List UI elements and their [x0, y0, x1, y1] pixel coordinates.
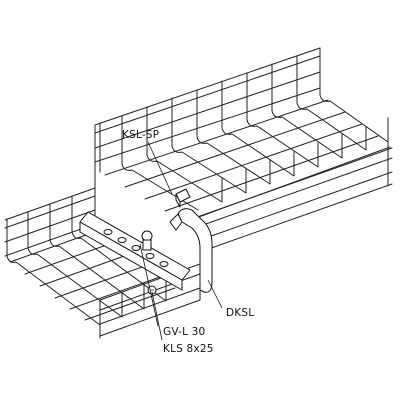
label-dksl: DKSL — [226, 307, 254, 319]
label-gv-l: GV-L 30 — [163, 326, 205, 338]
leader-dksl — [207, 279, 223, 309]
label-ksl-sp: KSL-SP — [122, 129, 159, 141]
far-tray-section — [94, 47, 393, 253]
label-kls: KLS 8x25 — [163, 343, 214, 355]
leader-ksl-sp — [147, 141, 173, 195]
leader-kls — [151, 291, 163, 341]
leader-gv-l — [139, 243, 159, 327]
gv-l-connector-plate — [79, 211, 191, 291]
dksl-bracket — [169, 208, 213, 293]
kls-bolt — [141, 230, 153, 251]
ksl-sp-clip — [175, 188, 191, 208]
